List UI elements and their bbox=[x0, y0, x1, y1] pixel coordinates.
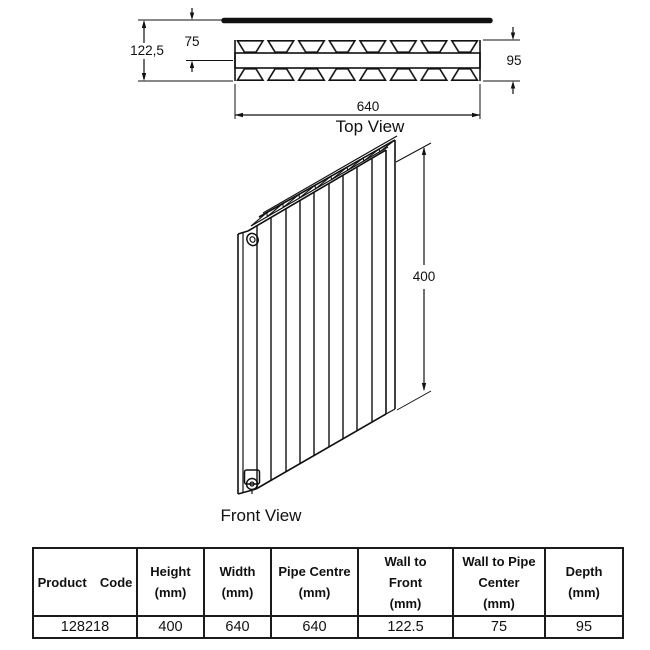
dim-depth bbox=[510, 27, 516, 94]
dim-width-label: 640 bbox=[357, 99, 380, 114]
header-product-code: Product Code bbox=[32, 547, 138, 617]
back-panel-edges bbox=[258, 135, 398, 415]
value-depth: 95 bbox=[544, 615, 624, 639]
extension-lines-top-view bbox=[138, 19, 520, 119]
dim-depth-label: 95 bbox=[506, 53, 521, 68]
front-panel-slats bbox=[256, 158, 373, 489]
value-height: 400 bbox=[136, 615, 205, 639]
technical-drawing: 122,5 75 95 640 Top View bbox=[130, 8, 522, 525]
fin-row-front bbox=[235, 68, 480, 81]
header-height: Height(mm) bbox=[136, 547, 205, 617]
value-wall-to-pipe-center: 75 bbox=[452, 615, 546, 639]
dim-width bbox=[235, 112, 480, 118]
water-channel-band bbox=[234, 52, 481, 69]
value-product-code: 128218 bbox=[32, 615, 138, 639]
dim-height-label: 400 bbox=[413, 269, 436, 284]
value-pipe-centre: 640 bbox=[270, 615, 359, 639]
front-view-group bbox=[237, 135, 432, 495]
dim-wall-to-pipe-center-label: 75 bbox=[184, 34, 199, 49]
dim-height bbox=[395, 142, 432, 411]
spec-table-data-row: 128218 400 640 640 122.5 75 95 bbox=[32, 615, 624, 639]
dim-wall-to-pipe-center bbox=[189, 8, 195, 72]
header-depth: Depth(mm) bbox=[544, 547, 624, 617]
top-view-title: Top View bbox=[336, 117, 405, 136]
front-panel-edges bbox=[237, 146, 389, 495]
fin-row-back bbox=[235, 40, 480, 53]
value-width: 640 bbox=[203, 615, 272, 639]
pipe-inlet-top bbox=[246, 232, 259, 247]
pipe-valve-bottom bbox=[243, 469, 261, 494]
header-width: Width(mm) bbox=[203, 547, 272, 617]
spec-table-header-row: Product Code Height(mm) Width(mm) Pipe C… bbox=[32, 547, 624, 617]
header-pipe-centre: Pipe Centre(mm) bbox=[270, 547, 359, 617]
spec-table: Product Code Height(mm) Width(mm) Pipe C… bbox=[32, 547, 624, 639]
value-wall-to-front: 122.5 bbox=[357, 615, 454, 639]
dim-wall-to-front bbox=[141, 20, 147, 81]
dim-wall-to-front-label: 122,5 bbox=[130, 43, 164, 58]
front-view-title: Front View bbox=[221, 506, 303, 525]
top-view-group bbox=[138, 8, 520, 119]
